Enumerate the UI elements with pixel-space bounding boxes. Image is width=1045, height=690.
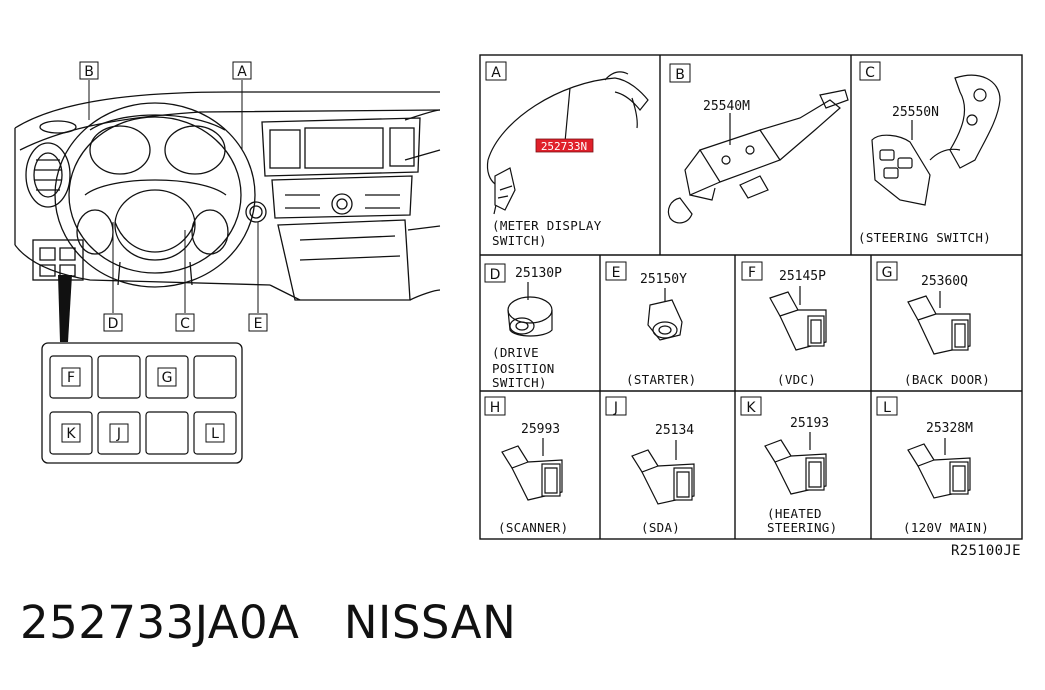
- cell-d-part-number: 25130P: [515, 266, 562, 281]
- cell-d-letter: D: [484, 263, 506, 283]
- drive-position-switch-drawing: [507, 282, 553, 337]
- cell-a-letter: A: [485, 61, 507, 81]
- svg-text:C: C: [180, 316, 190, 332]
- parts-grid: [479, 54, 1023, 540]
- cell-l-part-number: 25328M: [926, 421, 973, 436]
- svg-text:D: D: [108, 316, 119, 332]
- svg-text:H: H: [490, 400, 501, 416]
- starter-switch-drawing: [647, 288, 683, 341]
- grid-label-g: G: [162, 370, 173, 386]
- grid-label-j: J: [116, 426, 121, 442]
- cell-c-letter: C: [859, 61, 881, 81]
- cell-k-part-number: 25193: [790, 416, 829, 431]
- cell-b-letter: B: [669, 63, 691, 83]
- svg-text:C: C: [865, 65, 875, 81]
- cell-e-part-number: 25150Y: [640, 272, 687, 287]
- cell-c-caption: (STEERING SWITCH): [858, 230, 991, 245]
- cell-a-caption-1: (METER DISPLAY: [492, 218, 602, 233]
- cell-h-letter: H: [484, 396, 506, 416]
- cell-a-caption-2: SWITCH): [492, 233, 547, 248]
- cell-letters: A B C D E F G H J K L: [484, 61, 898, 416]
- combination-switch-drawing: [667, 89, 849, 224]
- cell-l-caption: (120V MAIN): [903, 520, 989, 535]
- cell-j-part-number: 25134: [655, 423, 694, 438]
- footer-brand: NISSAN: [343, 596, 517, 649]
- callout-a: A: [232, 61, 252, 80]
- cell-d-caption-1: (DRIVE: [492, 345, 539, 360]
- cell-c-part-number: 25550N: [892, 105, 939, 120]
- highlight-part-box: [535, 138, 594, 153]
- cell-g-part-number: 25360Q: [921, 274, 968, 289]
- svg-text:J: J: [613, 400, 618, 416]
- cell-f-letter: F: [741, 261, 763, 281]
- cell-g-caption: (BACK DOOR): [904, 372, 990, 387]
- heated-steering-switch-drawing: [764, 432, 827, 495]
- svg-text:E: E: [612, 265, 621, 281]
- cell-f-part-number: 25145P: [779, 269, 826, 284]
- cell-a-part-number: 252733N: [541, 140, 587, 153]
- svg-text:A: A: [491, 65, 501, 81]
- callout-c: C: [175, 313, 195, 332]
- switch-grid: F G K J L: [41, 342, 243, 464]
- cell-h-part-number: 25993: [521, 422, 560, 437]
- cell-e-letter: E: [605, 261, 627, 281]
- sda-switch-drawing: [631, 440, 695, 505]
- 120v-main-switch-drawing: [907, 438, 971, 499]
- cell-d-caption-3: SWITCH): [492, 375, 547, 390]
- cell-h-caption: (SCANNER): [498, 520, 568, 535]
- svg-text:A: A: [237, 64, 247, 80]
- cell-f-caption: (VDC): [777, 372, 816, 387]
- grid-label-l: L: [211, 426, 219, 442]
- cell-g-letter: G: [876, 261, 898, 281]
- svg-text:B: B: [84, 64, 94, 80]
- svg-text:E: E: [254, 316, 263, 332]
- scanner-switch-drawing: [501, 438, 563, 501]
- svg-text:K: K: [746, 400, 756, 416]
- back-door-switch-drawing: [907, 291, 971, 355]
- vdc-switch-drawing: [769, 286, 827, 351]
- grid-label-k: K: [66, 426, 76, 442]
- cell-k-caption-1: (HEATED: [767, 506, 822, 521]
- cell-d-caption-2: POSITION: [492, 361, 555, 376]
- callout-b: B: [79, 61, 99, 80]
- svg-text:B: B: [675, 67, 685, 83]
- grid-pointer: [58, 275, 72, 342]
- svg-text:L: L: [883, 400, 891, 416]
- callout-leaders: [88, 80, 259, 313]
- callout-e: E: [248, 313, 268, 332]
- cell-k-letter: K: [740, 396, 762, 416]
- meter-display-switch-drawing: [486, 71, 649, 215]
- svg-text:D: D: [490, 267, 501, 283]
- svg-text:G: G: [882, 265, 893, 281]
- footer-part-number: 252733JA0A: [20, 596, 300, 649]
- cell-e-caption: (STARTER): [626, 372, 696, 387]
- footer-title: 252733JA0A NISSAN: [20, 596, 516, 649]
- dashboard-illustration: [14, 91, 441, 301]
- cell-j-caption: (SDA): [641, 520, 680, 535]
- dashboard-callouts: B A D C E: [79, 61, 268, 332]
- steering-switch-drawing: [871, 74, 1001, 206]
- reference-code: R25100JE: [951, 543, 1021, 559]
- grid-label-f: F: [67, 370, 75, 386]
- cell-j-letter: J: [605, 396, 627, 416]
- cell-b-part-number: 25540M: [703, 99, 750, 114]
- cell-k-caption-2: STEERING): [767, 520, 837, 535]
- svg-text:F: F: [748, 265, 756, 281]
- callout-d: D: [103, 313, 123, 332]
- cell-l-letter: L: [876, 396, 898, 416]
